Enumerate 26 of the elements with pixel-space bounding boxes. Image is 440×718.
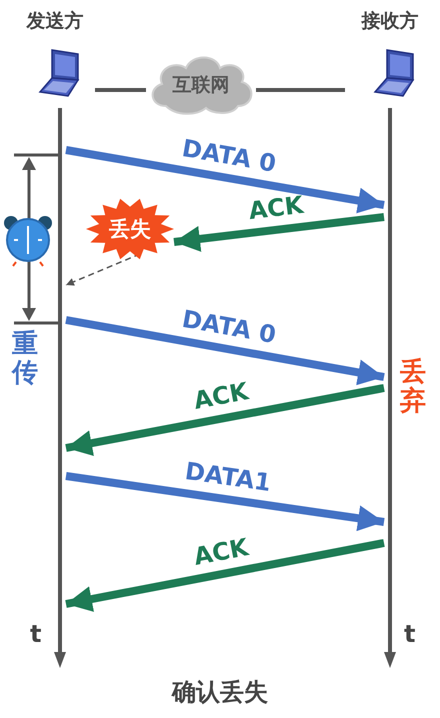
arrow — [65, 384, 385, 456]
text-label: 丢弃 — [400, 358, 427, 416]
edge-label: ACK — [248, 190, 306, 225]
connector-line — [95, 88, 146, 92]
axis-label: t — [30, 620, 42, 648]
timeline-axis — [54, 108, 66, 668]
edge-label: DATA 0 — [180, 304, 278, 349]
arrow — [65, 472, 385, 532]
burst-label: 丢失 — [108, 216, 152, 243]
caption: 确认丢失 — [170, 677, 269, 708]
arrow — [174, 213, 384, 252]
connector-line — [256, 88, 345, 92]
arrow — [65, 316, 385, 386]
edge-label: ACK — [191, 532, 250, 571]
timeline-axis — [384, 108, 396, 668]
text-label: 重传 — [12, 330, 39, 388]
edge-label: ACK — [191, 378, 250, 416]
node-label: 发送方 — [25, 9, 84, 34]
burst-callout — [86, 198, 174, 260]
node-label: 接收方 — [360, 9, 420, 34]
edge-label: DATA 0 — [180, 134, 278, 178]
edge-label: DATA1 — [183, 457, 273, 498]
arrow — [65, 146, 385, 214]
axis-label: t — [404, 620, 416, 648]
node-label: 互联网 — [172, 73, 230, 98]
arrow — [65, 539, 385, 612]
